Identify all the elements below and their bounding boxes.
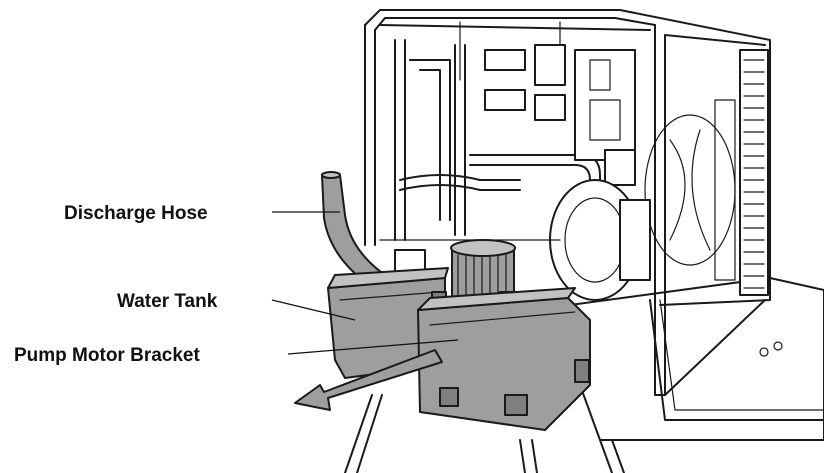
fan-shroud	[644, 114, 736, 266]
callout-discharge-hose: Discharge Hose	[64, 203, 208, 224]
pull-direction-arrow	[294, 349, 443, 411]
pump-motor-bracket	[417, 287, 591, 431]
callout-water-tank: Water Tank	[117, 291, 218, 312]
condenser-coil	[714, 49, 769, 296]
internal-components	[379, 39, 651, 301]
leader-water-tank	[271, 299, 356, 321]
leader-pump-motor-bracket	[287, 339, 459, 355]
leader-lines	[271, 211, 459, 355]
water-tank	[327, 267, 449, 379]
callout-pump-motor-bracket: Pump Motor Bracket	[14, 345, 200, 366]
